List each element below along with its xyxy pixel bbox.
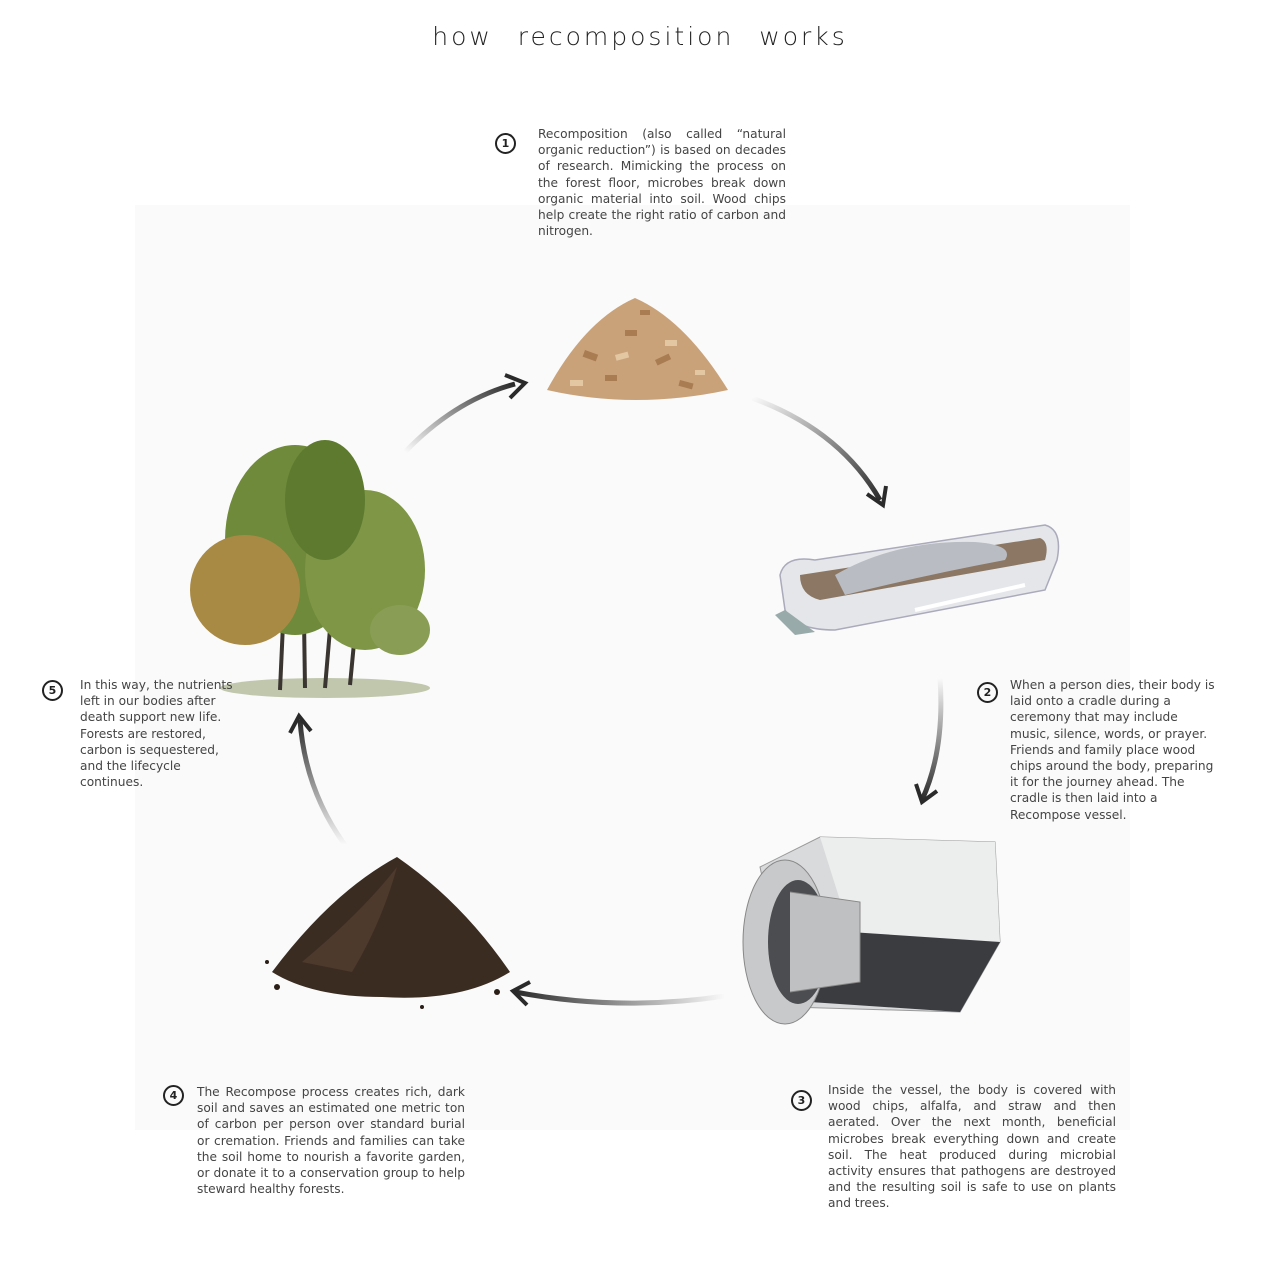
recompose-vessel-image (742, 836, 1001, 1025)
step-description: In this way, the nutrients left in our b… (80, 678, 233, 790)
step-number-badge: 5 (42, 680, 63, 701)
burial-cradle-image (775, 524, 1060, 635)
arrow-soil-to-tree (288, 712, 348, 847)
tree-image (190, 440, 430, 698)
step-number-badge: 4 (163, 1085, 184, 1106)
arrow-cradle-to-vessel (914, 677, 944, 806)
arrow-vessel-to-soil (509, 980, 726, 1007)
step-description: Recomposition (also called “natural orga… (538, 127, 786, 239)
wood-chips-image (547, 298, 728, 400)
soil-pile-image (265, 857, 510, 1009)
arrow-tree-to-chips (403, 373, 529, 454)
step-number-badge: 3 (791, 1090, 812, 1111)
step-number-badge: 1 (495, 133, 516, 154)
step-description: Inside the vessel, the body is covered w… (828, 1083, 1116, 1211)
arrow-chips-to-cradle (751, 395, 888, 509)
step-number-badge: 2 (977, 682, 998, 703)
step-description: When a person dies, their body is laid o… (1010, 678, 1215, 822)
step-description: The Recompose process creates rich, dark… (197, 1085, 465, 1197)
diagram-title: how recomposition works (432, 22, 848, 51)
